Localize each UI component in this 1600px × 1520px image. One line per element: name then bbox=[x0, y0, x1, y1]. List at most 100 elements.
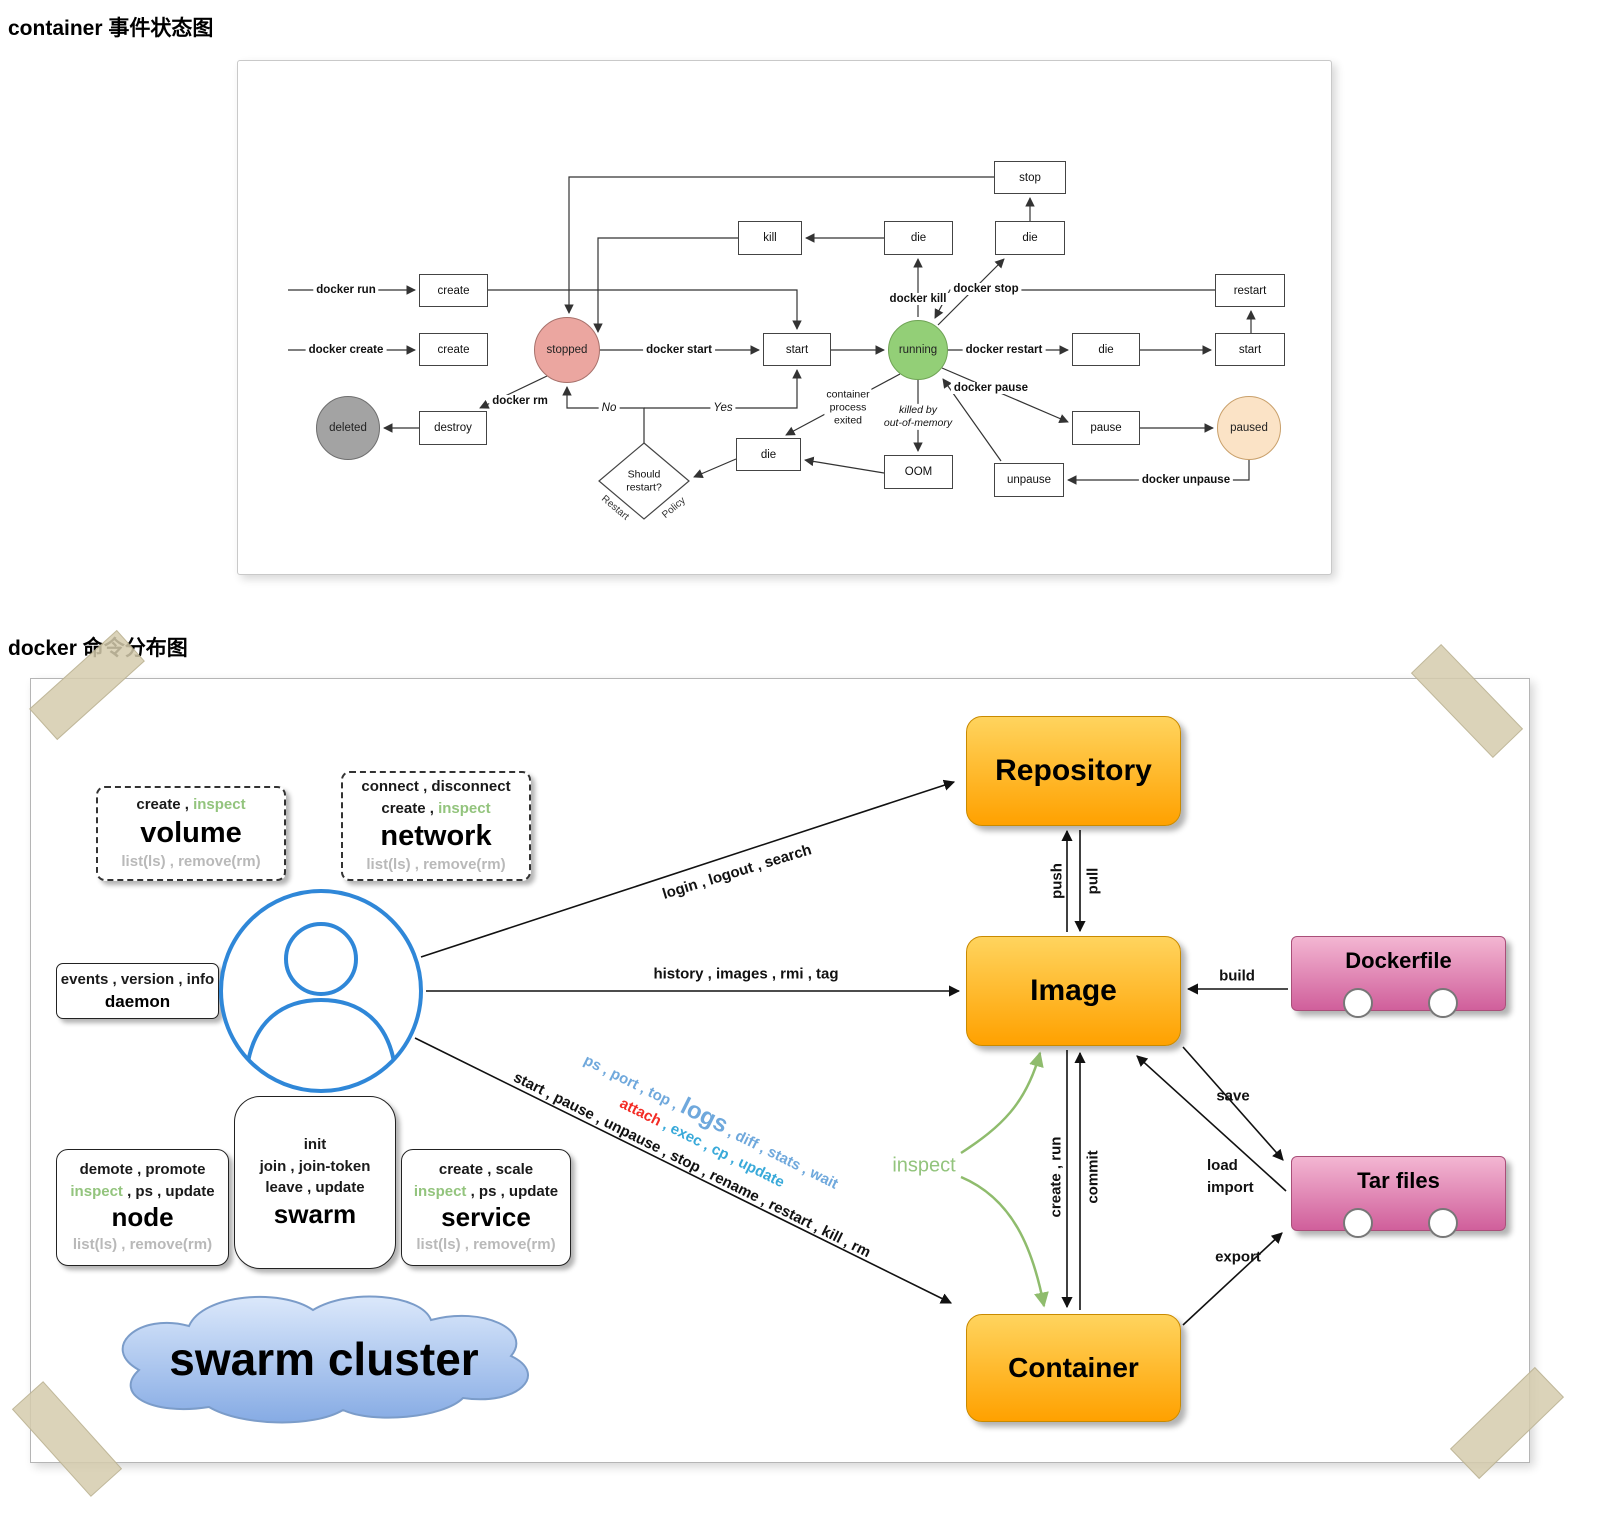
state-deleted: deleted bbox=[316, 396, 380, 460]
user-icon bbox=[219, 889, 423, 1093]
repository-node: Repository bbox=[966, 716, 1181, 826]
state-box-kill: kill bbox=[738, 221, 802, 255]
node-command-group: demote , promote inspect , ps , update n… bbox=[56, 1149, 229, 1266]
label-commit: commit bbox=[1084, 1150, 1102, 1204]
label-build: build bbox=[1219, 967, 1255, 985]
label-push: push bbox=[1048, 863, 1066, 899]
network-subcommands-bottom: list(ls) , remove(rm) bbox=[366, 856, 506, 874]
section1-title: container 事件状态图 bbox=[8, 17, 214, 40]
state-box-create: create bbox=[419, 333, 488, 366]
swarm-cluster-label: swarm cluster bbox=[169, 1333, 479, 1385]
should-restart-text: Should restart? bbox=[626, 468, 662, 493]
dockerfile-circle-right bbox=[1428, 988, 1458, 1018]
volume-command-group: create , inspect volume list(ls) , remov… bbox=[96, 786, 286, 881]
label-docker-restart: docker restart bbox=[962, 344, 1046, 356]
state-box-die-1: die bbox=[884, 221, 953, 255]
label-docker-pause: docker pause bbox=[950, 382, 1032, 394]
wire bbox=[804, 456, 885, 474]
load-label: load bbox=[1207, 1157, 1238, 1174]
label-container-process-exited: container process exited bbox=[824, 388, 872, 428]
arrow-load-import bbox=[1136, 1055, 1287, 1192]
state-box-restart: restart bbox=[1215, 274, 1285, 307]
dockerfile-circle-left bbox=[1343, 988, 1373, 1018]
volume-subcommands-top: create , inspect bbox=[136, 795, 245, 815]
label-load-import: load import bbox=[1207, 1155, 1254, 1199]
exited-line1: container bbox=[826, 388, 870, 401]
swarm-init-label: init bbox=[303, 1136, 327, 1154]
node-ps-update-label: , ps , update bbox=[122, 1182, 215, 1200]
import-label: import bbox=[1207, 1179, 1254, 1196]
state-diagram-card: stop kill die die create restart create … bbox=[237, 60, 1332, 575]
swarm-command-group: init join , join-token leave , update sw… bbox=[234, 1096, 396, 1269]
arrow-user-repository bbox=[420, 779, 956, 958]
label-killed-by-oom: killed by out-of-memory bbox=[881, 403, 955, 431]
dockerfile-node: Dockerfile bbox=[1291, 936, 1506, 1011]
node-inspect-label: inspect bbox=[70, 1182, 123, 1200]
service-title: service bbox=[441, 1202, 531, 1233]
label-docker-start: docker start bbox=[643, 344, 715, 356]
label-save: save bbox=[1216, 1087, 1250, 1105]
tar-files-circle-left bbox=[1343, 1208, 1373, 1238]
killed-line2: out-of-memory bbox=[883, 417, 953, 429]
swarm-join-label: join , join-token bbox=[259, 1157, 371, 1175]
container-node: Container bbox=[966, 1314, 1181, 1422]
network-command-group: connect , disconnect create , inspect ne… bbox=[341, 771, 531, 881]
service-command-group: create , scale inspect , ps , update ser… bbox=[401, 1149, 571, 1266]
tar-files-node: Tar files bbox=[1291, 1156, 1506, 1231]
volume-title: volume bbox=[140, 816, 242, 849]
wire bbox=[644, 369, 802, 409]
wire bbox=[1067, 460, 1250, 485]
volume-subcommands-bottom: list(ls) , remove(rm) bbox=[121, 853, 261, 871]
service-subcommands-top: create , scale bbox=[438, 1161, 534, 1179]
network-subcommands-top: create , inspect bbox=[381, 799, 490, 819]
network-connect-label: connect , disconnect bbox=[361, 778, 511, 796]
label-history-images-rmi-tag: history , images , rmi , tag bbox=[653, 965, 839, 983]
arrow-inspect-image bbox=[960, 1051, 1044, 1155]
state-box-unpause: unpause bbox=[994, 463, 1064, 497]
wire bbox=[693, 458, 737, 479]
state-box-start: start bbox=[763, 333, 831, 366]
state-box-create-run: create bbox=[419, 274, 488, 307]
label-docker-stop: docker stop bbox=[950, 283, 1022, 295]
service-subcommands-mid: inspect , ps , update bbox=[414, 1182, 558, 1202]
service-inspect-label: inspect bbox=[413, 1182, 467, 1200]
wire bbox=[934, 289, 1215, 319]
state-box-pause: pause bbox=[1072, 411, 1140, 445]
wire bbox=[488, 289, 802, 330]
daemon-title: daemon bbox=[104, 991, 171, 1011]
exited-line2: process bbox=[829, 401, 867, 414]
swarm-title: swarm bbox=[273, 1198, 357, 1229]
label-docker-create: docker create bbox=[305, 344, 387, 356]
arrow-export bbox=[1182, 1232, 1283, 1326]
state-box-die-3: die bbox=[1072, 333, 1140, 366]
label-no: No bbox=[598, 402, 620, 414]
wire bbox=[562, 386, 645, 443]
label-pull: pull bbox=[1084, 867, 1102, 895]
state-box-die-2: die bbox=[995, 221, 1065, 255]
tar-files-circle-right bbox=[1428, 1208, 1458, 1238]
network-inspect-label: inspect bbox=[438, 799, 491, 817]
should-restart-line2: restart? bbox=[626, 481, 662, 493]
state-box-start-2: start bbox=[1215, 333, 1285, 366]
image-node: Image bbox=[966, 936, 1181, 1046]
label-inspect: inspect bbox=[892, 1154, 956, 1177]
arrow-inspect-container bbox=[960, 1175, 1049, 1308]
exited-line3: exited bbox=[833, 414, 863, 427]
label-docker-rm: docker rm bbox=[489, 395, 551, 407]
swarm-leave-label: leave , update bbox=[265, 1179, 365, 1197]
state-box-die-4: die bbox=[736, 438, 801, 471]
state-running: running bbox=[888, 320, 948, 380]
node-subcommands-top: demote , promote bbox=[79, 1161, 206, 1179]
should-restart-diamond bbox=[598, 442, 690, 520]
command-map-card: create , inspect volume list(ls) , remov… bbox=[30, 678, 1530, 1463]
label-docker-unpause: docker unpause bbox=[1138, 474, 1234, 486]
node-subcommands-mid: inspect , ps , update bbox=[70, 1182, 214, 1202]
state-diagram-arrows bbox=[288, 176, 1256, 520]
volume-inspect-label: inspect bbox=[193, 796, 246, 814]
daemon-subcommands: events , version , info bbox=[60, 971, 215, 989]
wire bbox=[564, 176, 994, 314]
volume-create-label: create , bbox=[136, 796, 194, 814]
swarm-cluster-cloud bbox=[121, 1295, 529, 1424]
label-docker-kill: docker kill bbox=[886, 293, 950, 305]
